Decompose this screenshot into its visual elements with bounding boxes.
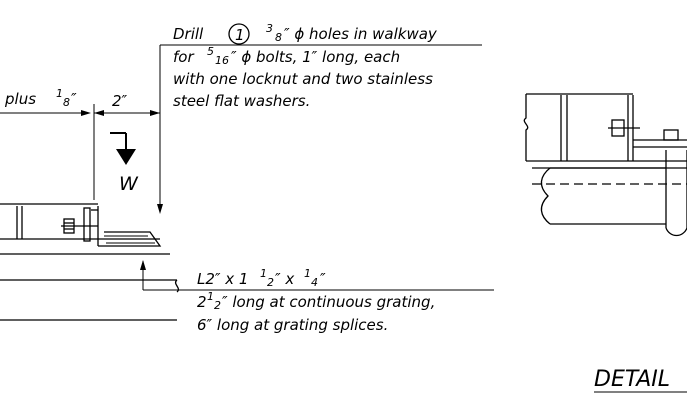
detail-title-text: DETAIL — [594, 367, 670, 392]
pipe-section — [540, 150, 687, 237]
dim-two-text: 2″ — [112, 92, 128, 110]
angle-frac1-num: 1 — [260, 267, 267, 280]
bolt-assembly-right — [608, 119, 679, 141]
pipe-break-left — [540, 167, 551, 225]
drill-frac1-den: 8 — [275, 31, 282, 44]
dim-plus-arrow — [81, 110, 91, 116]
angle-note-line2-suffix: ″ long at continuous grating, — [222, 293, 435, 311]
angle-horizontal-leg — [98, 231, 162, 247]
angle-note-line2-prefix: 2 — [197, 293, 207, 311]
right-bolt-head — [663, 129, 679, 141]
pipe-clamp-bottom — [665, 227, 687, 237]
angle-note-line1-mid: ″ x — [275, 270, 294, 288]
section-marker-w: W — [110, 132, 139, 195]
angle-vertical-leg — [83, 207, 91, 242]
left-assembly — [0, 203, 186, 321]
angle-frac1-den: 2 — [267, 276, 274, 289]
drill-callout-number: 1 — [235, 26, 245, 44]
drill-frac2-num: 5 — [207, 45, 214, 58]
angle-note: L2″ x 1 1 2 ″ x 1 4 ″ 2 1 2 ″ long at co… — [186, 267, 494, 334]
right-break-left — [523, 94, 529, 161]
angle-note-line3: 6″ long at grating splices. — [197, 316, 388, 334]
angle-note-line1: L2″ x 1 — [197, 270, 248, 288]
bolt-assembly-left — [61, 218, 98, 234]
dim-plus-text: plus — [4, 90, 36, 108]
angle-frac2-den: 4 — [311, 276, 318, 289]
section-marker-letter: W — [119, 173, 139, 195]
angle-frac3-num: 1 — [207, 290, 214, 303]
section-marker-arrow — [116, 149, 136, 165]
drill-frac2-den: 16 — [215, 54, 229, 67]
dim-two-arrow-left — [94, 110, 104, 116]
drill-note-line4: steel flat washers. — [173, 92, 310, 110]
break-symbol — [174, 279, 180, 293]
drill-note-line1-suffix: ″ ϕ holes in walkway — [284, 25, 438, 43]
drill-frac1-num: 3 — [266, 22, 273, 35]
angle-frac3-den: 2 — [214, 299, 221, 312]
right-detail — [523, 93, 687, 237]
drill-note: Drill 1 3 8 ″ ϕ holes in walkway for 5 1… — [157, 22, 482, 214]
dimension-plus-eighth: plus 1 8 ″ — [0, 87, 91, 116]
dim-plus-frac-num: 1 — [56, 87, 63, 100]
drill-note-line2-prefix: for — [173, 48, 194, 66]
drill-note-line3: with one locknut and two stainless — [173, 70, 433, 88]
drill-leader-arrow — [157, 204, 163, 214]
dim-two-arrow-right — [150, 110, 160, 116]
angle-note-line1-end: ″ — [320, 270, 326, 288]
dim-plus-frac-den: 8 — [63, 96, 70, 109]
drill-note-line1-prefix: Drill — [173, 25, 204, 43]
dim-plus-suffix: ″ — [71, 90, 77, 108]
drill-note-line2-suffix: ″ ϕ bolts, 1″ long, each — [231, 48, 400, 66]
drill-callout-circle — [228, 23, 250, 45]
detail-title: DETAIL — [594, 367, 687, 393]
angle-leader-arrow — [140, 260, 146, 270]
angle-frac2-num: 1 — [304, 267, 311, 280]
dimension-two-inch: 2″ — [93, 92, 160, 200]
